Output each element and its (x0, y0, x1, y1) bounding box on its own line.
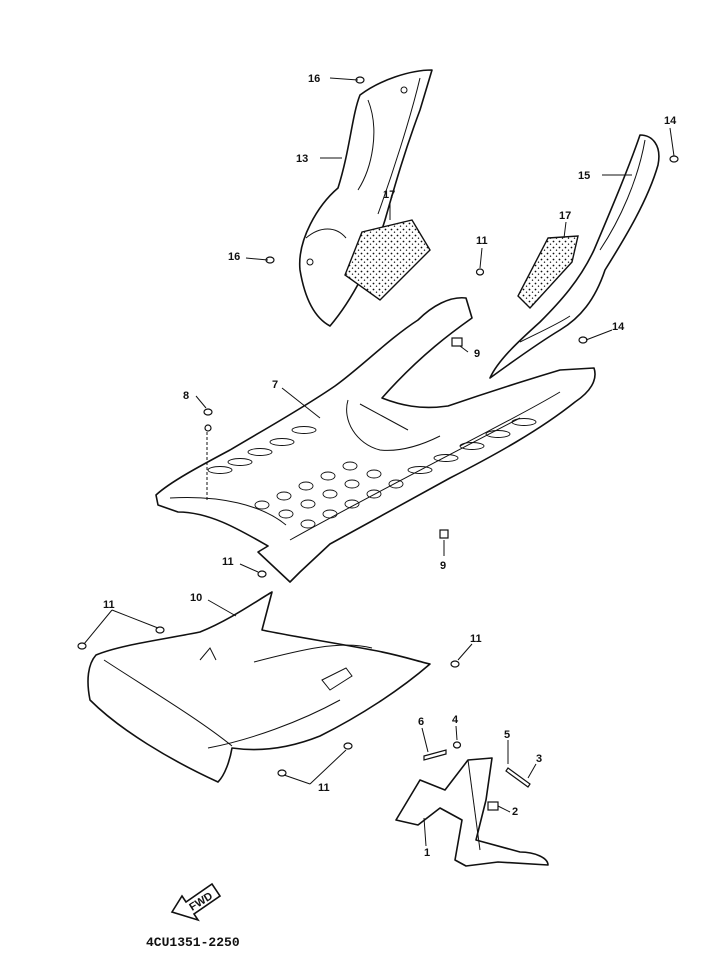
callout-14: 14 (612, 321, 625, 333)
callout-17: 17 (383, 189, 395, 201)
footrest-holes (207, 418, 537, 529)
callout-17: 17 (559, 210, 571, 222)
main-stand (395, 757, 549, 867)
callout-7: 7 (272, 379, 278, 391)
callout-4: 4 (452, 714, 459, 726)
callout-5: 5 (504, 729, 510, 741)
under-cover (87, 591, 431, 783)
callout-11: 11 (470, 633, 482, 645)
foam-pad-right (517, 235, 579, 310)
callout-1: 1 (424, 847, 430, 859)
callout-11: 11 (222, 556, 234, 568)
callout-10: 10 (190, 592, 202, 604)
callout-9: 9 (474, 348, 480, 360)
side-cover-right (489, 134, 660, 379)
callout-6: 6 (418, 716, 424, 728)
callout-13: 13 (296, 153, 308, 165)
callout-3: 3 (536, 753, 542, 765)
callout-11: 11 (103, 599, 115, 611)
callout-11: 11 (318, 782, 330, 794)
fwd-arrow-icon: FWD (170, 882, 222, 922)
leader-lines (83, 77, 675, 847)
callout-14: 14 (664, 115, 677, 127)
callout-16: 16 (228, 251, 240, 263)
side-cover-left (298, 69, 433, 327)
callout-15: 15 (578, 170, 590, 182)
callout-2: 2 (512, 806, 518, 818)
foam-pad-left (344, 219, 431, 301)
fasteners (77, 76, 679, 811)
footrest-board (155, 296, 596, 583)
callout-labels: 16 13 17 16 14 15 17 11 9 14 7 8 9 11 11… (103, 73, 677, 859)
callout-11: 11 (476, 235, 488, 247)
callout-8: 8 (183, 390, 189, 402)
catalog-code: 4CU1351-2250 (146, 935, 240, 950)
callout-16: 16 (308, 73, 320, 85)
callout-9: 9 (440, 560, 446, 572)
